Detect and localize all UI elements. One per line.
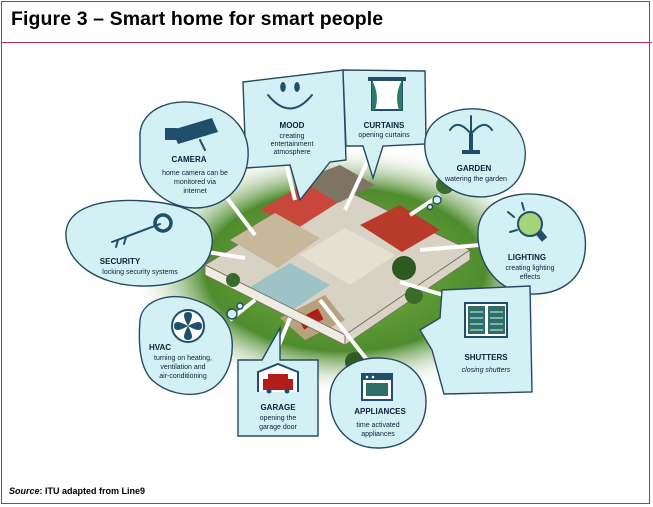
- source-label: Source: [9, 486, 40, 496]
- smiley-icon: [267, 82, 313, 110]
- lighting-line-2: effects: [520, 274, 541, 281]
- appliances-line-1: time activated: [356, 422, 399, 429]
- garage-car-icon: [257, 362, 299, 394]
- curtains-line-1: opening curtains: [358, 132, 410, 139]
- bubble-security: SECURITY locking security systems: [65, 199, 213, 287]
- hvac-line-3: air-conditioning: [159, 373, 207, 380]
- bubble-camera: CAMERA home camera can be monitored via …: [139, 101, 249, 209]
- bubble-appliances: APPLIANCES time activated appliances: [329, 357, 427, 449]
- hvac-name: HVAC: [149, 343, 171, 352]
- title-divider: [1, 42, 652, 43]
- light-bulb-icon: [507, 202, 548, 242]
- bubble-garage: GARAGE opening the garage door: [237, 325, 319, 437]
- bubble-garden: GARDEN watering the garden: [424, 108, 526, 211]
- sprinkler-icon: [449, 115, 493, 154]
- fan-icon: [171, 309, 205, 343]
- security-line-1: locking security systems: [102, 269, 178, 276]
- source-text: : ITU adapted from Line9: [39, 486, 146, 496]
- camera-line-2: monitored via: [174, 179, 216, 186]
- curtains-name: CURTAINS: [364, 121, 405, 130]
- key-icon: [111, 213, 173, 248]
- camera-line-1: home camera can be: [162, 170, 228, 177]
- security-name: SECURITY: [100, 257, 141, 266]
- bubble-curtains: CURTAINS opening curtains: [342, 69, 427, 181]
- camera-line-3: internet: [183, 188, 206, 195]
- figure-title: Figure 3 – Smart home for smart people: [11, 8, 384, 30]
- shutters-name: SHUTTERS: [464, 353, 508, 362]
- mood-line-3: atmosphere: [274, 149, 311, 156]
- bubble-hvac: HVAC turning on heating, ventilation and…: [138, 295, 244, 396]
- shutters-icon: [464, 302, 508, 338]
- mood-line-2: entertainment: [271, 141, 314, 148]
- mood-line-1: creating: [280, 133, 305, 140]
- bubble-mood: MOOD creating entertainment atmosphere: [242, 69, 347, 202]
- hvac-line-1: turning on heating,: [154, 355, 212, 362]
- garage-line-2: garage door: [259, 424, 297, 431]
- appliances-line-2: appliances: [361, 431, 395, 438]
- mood-name: MOOD: [280, 121, 305, 130]
- appliances-name: APPLIANCES: [354, 407, 406, 416]
- bubble-shutters: SHUTTERS closing shutters: [419, 285, 533, 395]
- hvac-line-2: ventilation and: [160, 364, 205, 371]
- lighting-name: LIGHTING: [508, 253, 546, 262]
- garage-line-1: opening the: [260, 415, 297, 422]
- window-curtains-icon: [368, 77, 406, 111]
- camera-icon: [165, 118, 218, 151]
- oven-icon: [361, 373, 393, 401]
- figure-source: Source: ITU adapted from Line9: [9, 486, 145, 496]
- garden-line-1: watering the garden: [444, 176, 507, 183]
- garden-name: GARDEN: [457, 164, 492, 173]
- shutters-line-1: closing shutters: [462, 367, 511, 374]
- bubble-lighting: LIGHTING creating lighting effects: [477, 193, 587, 295]
- lighting-line-1: creating lighting: [505, 265, 554, 272]
- garage-name: GARAGE: [260, 403, 296, 412]
- camera-name: CAMERA: [171, 155, 206, 164]
